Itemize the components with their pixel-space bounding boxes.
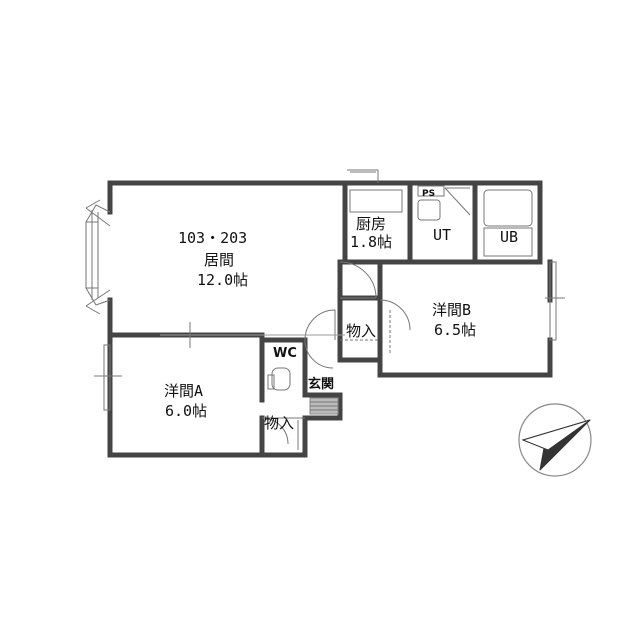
entrance-label: 玄関: [308, 377, 335, 392]
unit-numbers: 103・203: [178, 229, 248, 247]
western-a-size: 6.0帖: [165, 402, 208, 420]
living-room-name: 居間: [204, 251, 235, 269]
living-room-size: 12.0帖: [197, 271, 249, 289]
pipe-space-label: PS: [422, 189, 436, 199]
fixtures: [85, 169, 565, 450]
western-b-size: 6.5帖: [434, 321, 477, 339]
western-a-name: 洋間A: [164, 382, 204, 400]
utility-label: UT: [433, 226, 452, 244]
storage-2-label: 物入: [264, 414, 295, 432]
western-b-name: 洋間B: [432, 301, 472, 319]
kitchen-size: 1.8帖: [350, 233, 393, 251]
kitchen-name: 厨房: [356, 215, 387, 233]
toilet-label: WC: [273, 346, 297, 361]
storage-1-label: 物入: [346, 322, 377, 340]
compass-north-arrow-icon: [518, 403, 592, 477]
bath-label: UB: [500, 228, 519, 246]
